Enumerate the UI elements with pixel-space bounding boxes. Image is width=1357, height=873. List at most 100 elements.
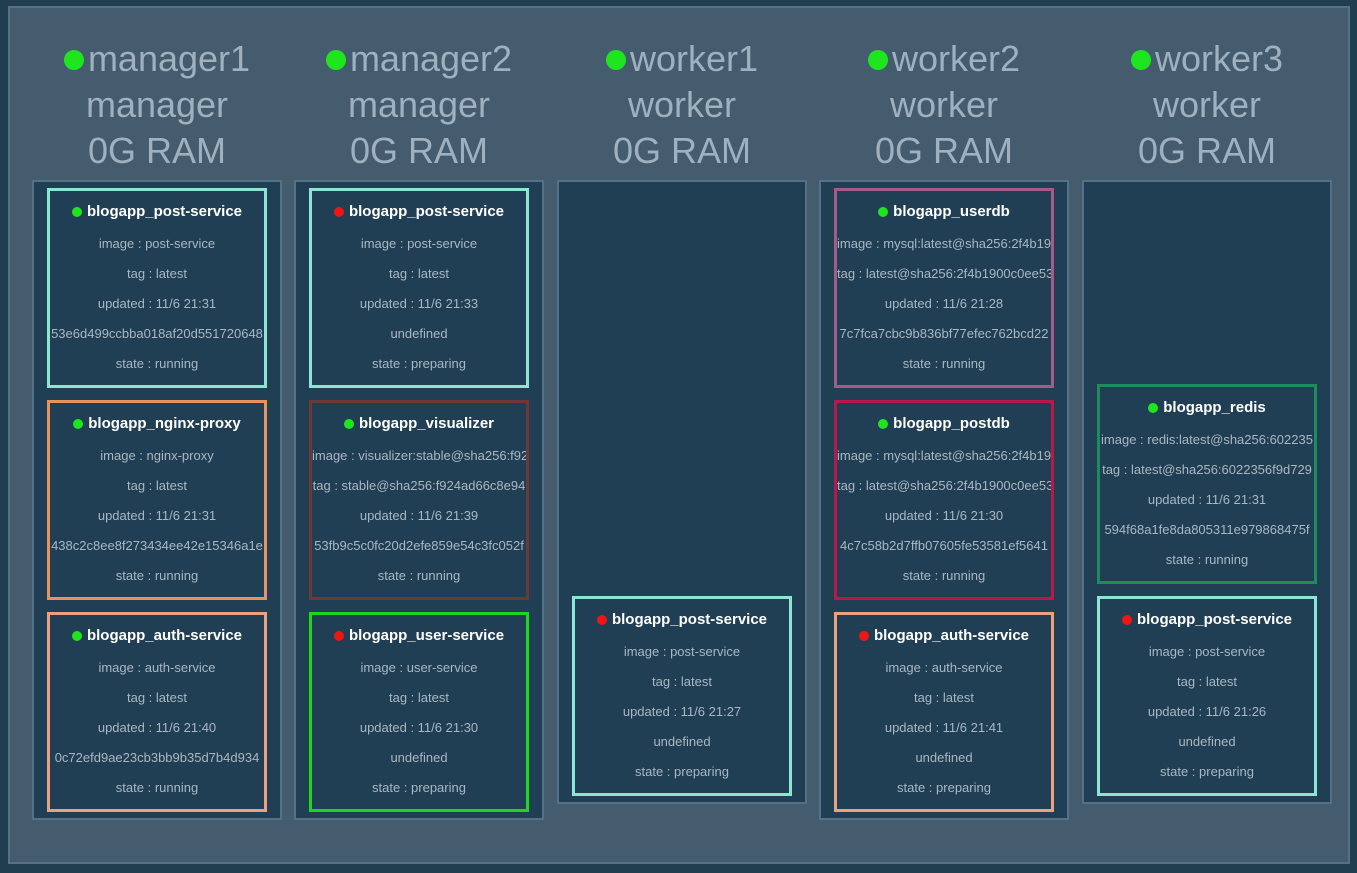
node-header: worker2 worker 0G RAM xyxy=(819,36,1069,174)
task-name-label: blogapp_redis xyxy=(1163,399,1266,416)
task-tag: tag : latest xyxy=(652,674,712,689)
node-ram: 0G RAM xyxy=(87,130,227,171)
task-status-dot-icon xyxy=(858,631,869,641)
task-status-dot-icon xyxy=(1121,615,1132,625)
task-name: blogapp_auth-service xyxy=(50,626,264,646)
task-updated: updated : 11/6 21:27 xyxy=(622,704,742,719)
task-image: image : mysql:latest@sha256:2f4b19 xyxy=(837,236,1052,251)
task-name: blogapp_userdb xyxy=(837,202,1051,222)
node-name: worker3 xyxy=(1154,38,1284,79)
task-id: undefined xyxy=(390,326,448,341)
task-name-label: blogapp_post-service xyxy=(348,203,505,220)
task-state: state : running xyxy=(115,780,199,795)
task-image: image : user-service xyxy=(360,660,478,675)
task-tag: tag : latest xyxy=(914,690,974,705)
task-id: 53e6d499ccbba018af20d551720648 xyxy=(51,326,263,341)
task-updated: updated : 11/6 21:40 xyxy=(97,720,217,735)
task-image: image : visualizer:stable@sha256:f92 xyxy=(312,448,529,463)
task-name: blogapp_auth-service xyxy=(837,626,1051,646)
node-name: manager1 xyxy=(87,38,251,79)
task-image: image : post-service xyxy=(623,644,741,659)
task-id: undefined xyxy=(390,750,448,765)
node-ram: 0G RAM xyxy=(349,130,489,171)
node-name: manager2 xyxy=(349,38,513,79)
node-status-dot-icon xyxy=(867,50,888,70)
node-status-dot-icon xyxy=(605,50,626,70)
task-tag: tag : latest xyxy=(127,266,187,281)
task-tag: tag : latest xyxy=(1177,674,1237,689)
task-state: state : running xyxy=(1165,552,1249,567)
task-status-dot-icon xyxy=(333,631,344,641)
task-image: image : post-service xyxy=(98,236,216,251)
task-tag: tag : latest xyxy=(389,690,449,705)
node-role: worker xyxy=(889,84,999,125)
task-state: state : running xyxy=(115,356,199,371)
task-name-label: blogapp_userdb xyxy=(893,203,1010,220)
task-image: image : post-service xyxy=(1148,644,1266,659)
task-name: blogapp_postdb xyxy=(837,414,1051,434)
task-state: state : preparing xyxy=(897,780,991,795)
task-name-label: blogapp_user-service xyxy=(348,627,505,644)
task-name: blogapp_user-service xyxy=(312,626,526,646)
task-status-dot-icon xyxy=(878,207,889,217)
task-status-dot-icon xyxy=(71,631,82,641)
task-name-label: blogapp_post-service xyxy=(1136,611,1293,628)
node-role: manager xyxy=(85,84,229,125)
task-tag: tag : latest xyxy=(127,478,187,493)
task-updated: updated : 11/6 21:31 xyxy=(1147,492,1267,507)
node-role: manager xyxy=(347,84,491,125)
task-updated: updated : 11/6 21:41 xyxy=(884,720,1004,735)
task-tag: tag : latest@sha256:2f4b1900c0ee53 xyxy=(837,266,1054,281)
task-state: state : preparing xyxy=(1160,764,1254,779)
task-updated: updated : 11/6 21:26 xyxy=(1147,704,1267,719)
task-name-label: blogapp_post-service xyxy=(86,203,243,220)
task-name-label: blogapp_auth-service xyxy=(873,627,1030,644)
node-name: worker2 xyxy=(891,38,1021,79)
task-name-label: blogapp_visualizer xyxy=(358,415,495,432)
task-name: blogapp_post-service xyxy=(50,202,264,222)
node-header: worker3 worker 0G RAM xyxy=(1082,36,1332,174)
task-id: 53fb9c5c0fc20d2efe859e54c3fc052f xyxy=(314,538,524,553)
task-image: image : post-service xyxy=(360,236,478,251)
task-state: state : preparing xyxy=(635,764,729,779)
task-name-label: blogapp_nginx-proxy xyxy=(88,415,241,432)
task-id: 438c2c8ee8f273434ee42e15346a1e xyxy=(51,538,263,553)
task-updated: updated : 11/6 21:30 xyxy=(884,508,1004,523)
task-image: image : nginx-proxy xyxy=(100,448,214,463)
task-status-dot-icon xyxy=(878,419,889,429)
task-id: undefined xyxy=(1178,734,1236,749)
task-tag: tag : latest xyxy=(389,266,449,281)
task-state: state : running xyxy=(115,568,199,583)
task-image: image : auth-service xyxy=(98,660,216,675)
task-tag: tag : stable@sha256:f924ad66c8e94 xyxy=(312,478,526,493)
task-name-label: blogapp_auth-service xyxy=(86,627,243,644)
node-status-dot-icon xyxy=(325,50,346,70)
task-tag: tag : latest@sha256:6022356f9d729 xyxy=(1102,462,1312,477)
node-name: worker1 xyxy=(629,38,759,79)
task-id: 0c72efd9ae23cb3bb9b35d7b4d934 xyxy=(54,750,260,765)
task-state: state : running xyxy=(902,568,986,583)
task-image: image : redis:latest@sha256:602235 xyxy=(1101,432,1313,447)
task-state: state : preparing xyxy=(372,780,466,795)
task-name: blogapp_redis xyxy=(1100,398,1314,418)
task-status-dot-icon xyxy=(333,207,344,217)
task-updated: updated : 11/6 21:31 xyxy=(97,296,217,311)
task-status-dot-icon xyxy=(1148,403,1159,413)
